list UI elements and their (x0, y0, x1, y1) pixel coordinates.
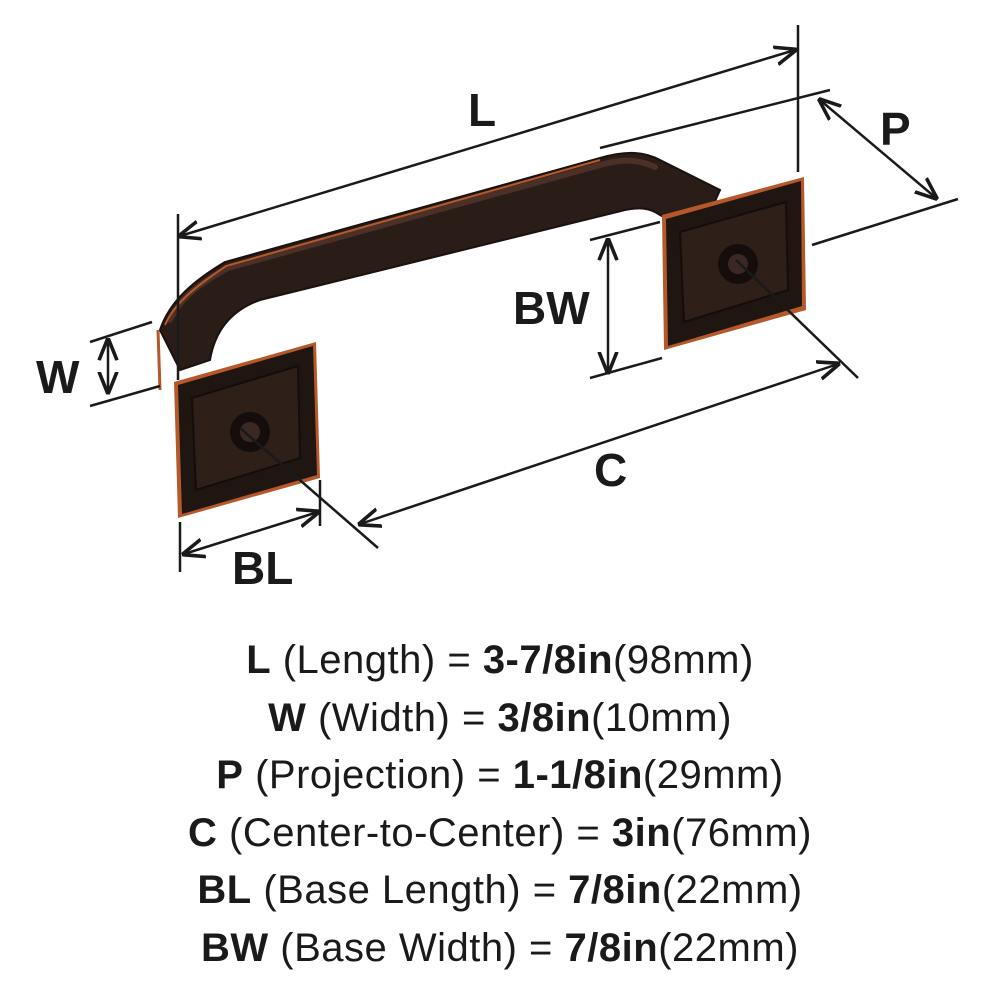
dimension-lines (89, 25, 959, 572)
spec-name: (Base Length) = (251, 868, 569, 912)
cabinet-pull-dimension-diagram: L P W BW C BL (36, 25, 959, 594)
spec-metric: (76mm) (671, 810, 812, 855)
spec-name: (Projection) = (243, 753, 513, 797)
pull-bar-copper-edge (164, 159, 601, 326)
dimension-c-line (360, 364, 838, 524)
spec-name: (Base Width) = (268, 925, 565, 970)
spec-row-center-to-center: C (Center-to-Center) = 3in(76mm) (0, 805, 1000, 863)
label-c: C (594, 444, 627, 496)
spec-row-base-length: BL (Base Length) = 7/8in(22mm) (0, 862, 1000, 920)
spec-row-base-width: BW (Base Width) = 7/8in(22mm) (0, 920, 1000, 978)
spec-row-projection: P (Projection) = 1-1/8in(29mm) (0, 747, 1000, 805)
spec-metric: (98mm) (613, 638, 754, 682)
spec-metric: (29mm) (642, 753, 784, 797)
spec-row-length: L (Length) = 3-7/8in(98mm) (0, 632, 1000, 690)
spec-metric: (22mm) (661, 868, 803, 912)
spec-code: C (188, 810, 218, 855)
spec-imperial: 7/8in (568, 868, 662, 912)
dimension-p-line (820, 100, 936, 198)
dimension-l-line (180, 50, 795, 236)
dimension-spec-list: L (Length) = 3-7/8in(98mm) W (Width) = 3… (0, 632, 1000, 977)
left-base (174, 342, 320, 518)
label-bw: BW (513, 282, 590, 334)
spec-metric: (22mm) (658, 925, 799, 970)
spec-imperial: 7/8in (564, 925, 659, 970)
spec-name: (Width) = (306, 695, 498, 740)
spec-imperial: 3-7/8in (482, 638, 614, 682)
spec-imperial: 1-1/8in (512, 753, 643, 797)
spec-code: BW (201, 925, 269, 970)
label-w: W (36, 351, 80, 403)
pull-bar-end-edge (156, 329, 162, 391)
dimension-bl-line (184, 512, 318, 554)
spec-code: BL (197, 868, 252, 912)
spec-name: (Length) = (271, 638, 483, 682)
cabinet-pull-handle (156, 152, 806, 518)
spec-metric: (10mm) (591, 695, 732, 740)
label-l: L (468, 84, 496, 136)
spec-code: L (246, 638, 272, 682)
spec-imperial: 3/8in (497, 695, 592, 740)
spec-code: W (268, 695, 307, 740)
spec-name: (Center-to-Center) = (217, 810, 612, 855)
label-bl: BL (232, 542, 293, 594)
spec-row-width: W (Width) = 3/8in(10mm) (0, 690, 1000, 748)
label-p: P (880, 103, 911, 155)
spec-code: P (216, 753, 244, 797)
spec-imperial: 3in (611, 810, 672, 855)
